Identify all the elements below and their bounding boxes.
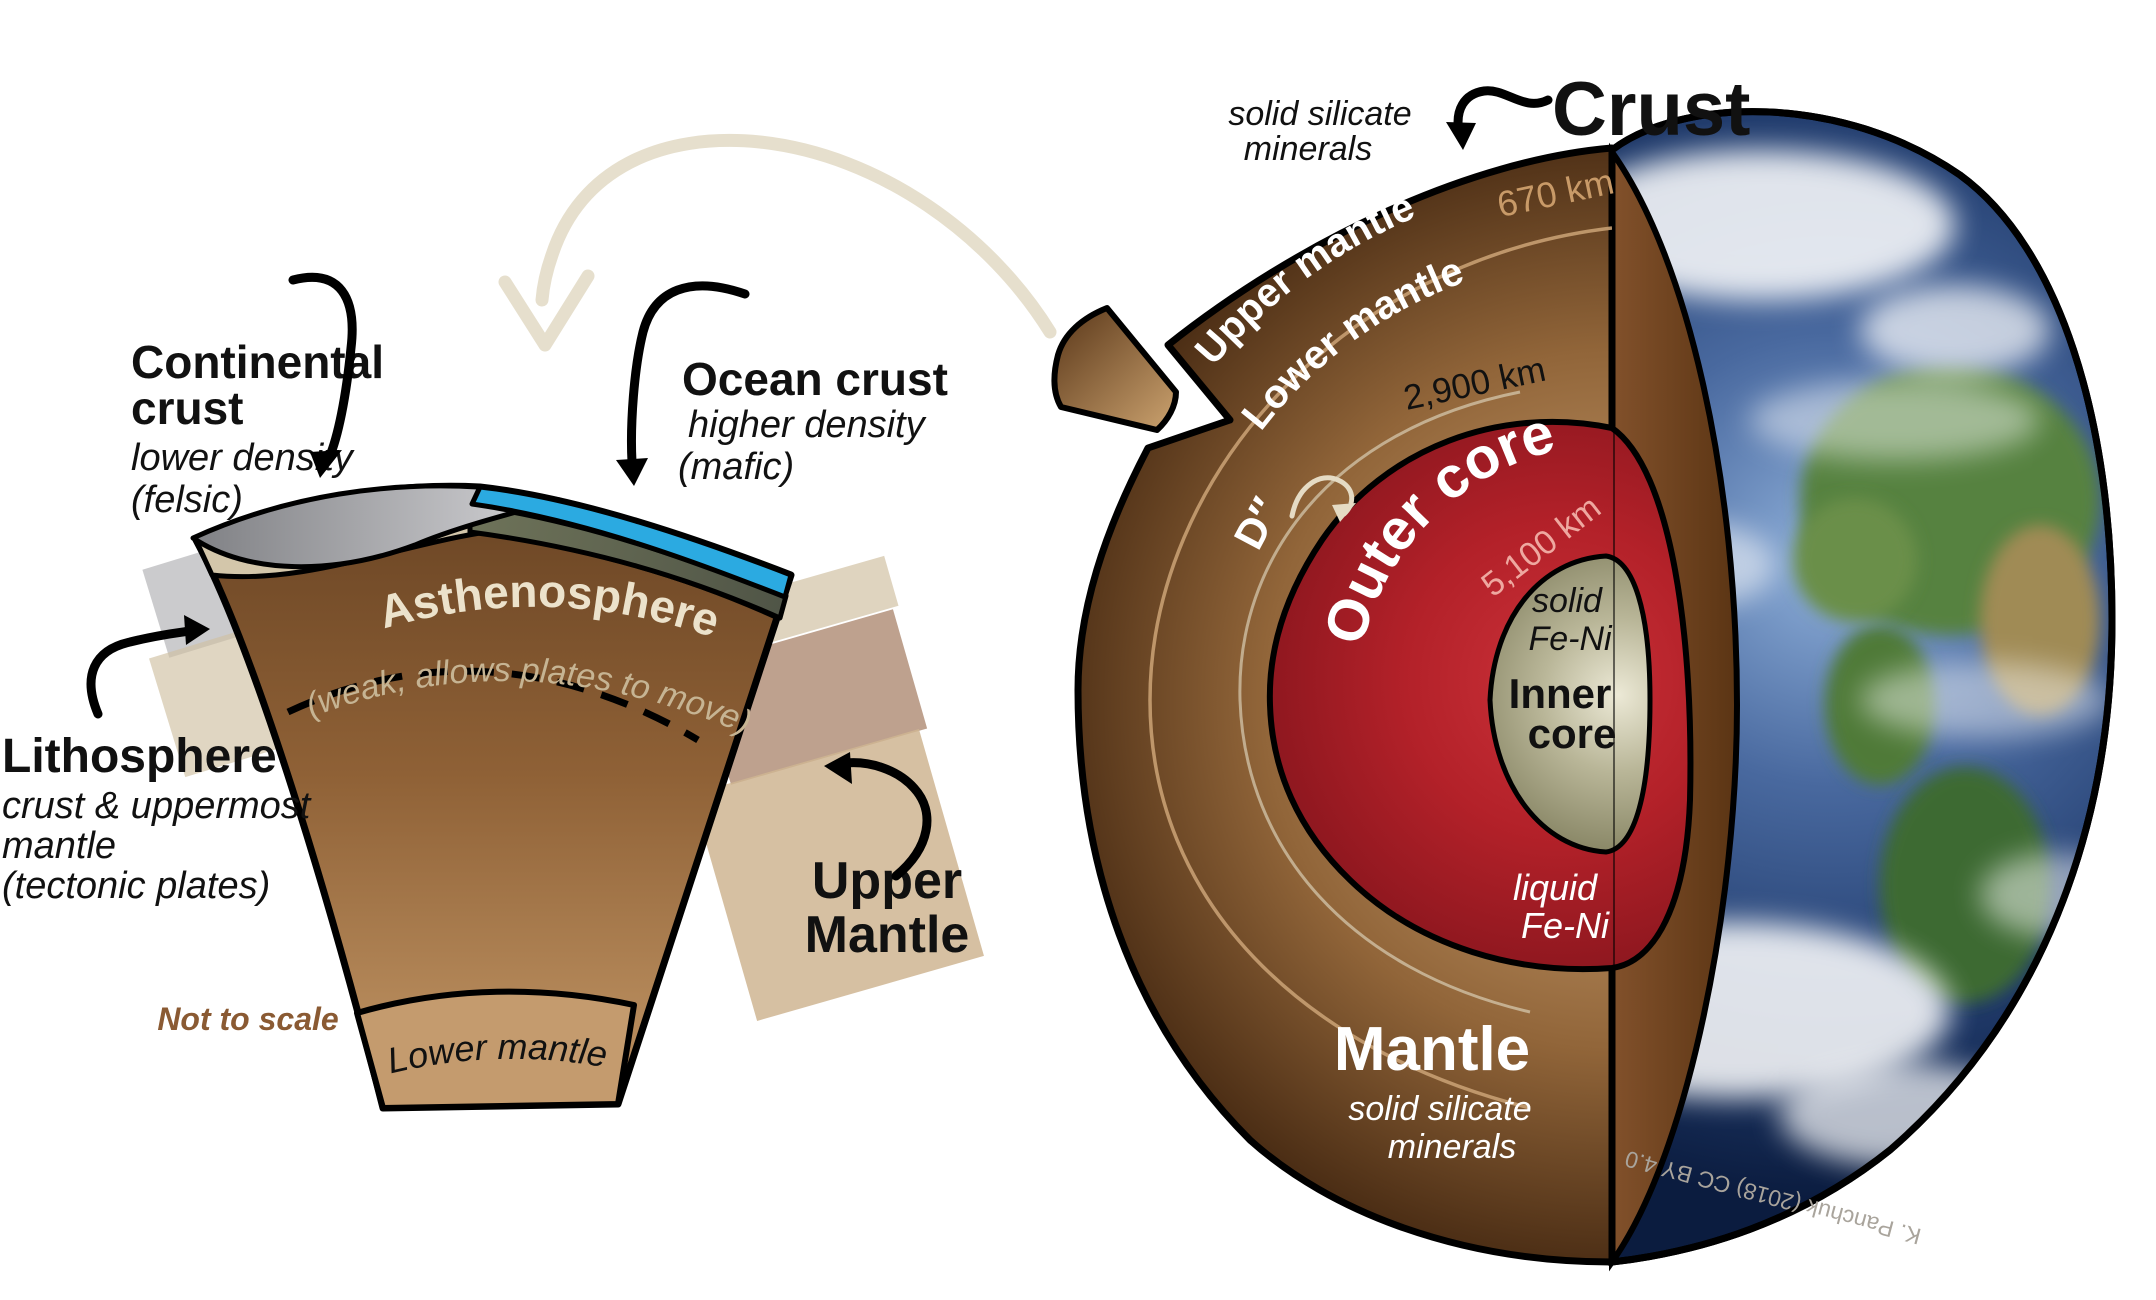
ocean-crust-callout: Ocean crust higher density (mafic) bbox=[616, 281, 948, 488]
boundary-d-layer-arc bbox=[1238, 390, 1531, 1014]
upper-mantle-callout: Upper Mantle bbox=[805, 752, 970, 964]
cloud-blob bbox=[1780, 1063, 2030, 1167]
upper-mantle-band-3 bbox=[692, 729, 984, 1021]
lithosphere-arrow bbox=[86, 615, 210, 719]
label-ocean-line1: Ocean crust bbox=[682, 353, 948, 405]
wedge-continental-crust bbox=[190, 483, 563, 570]
wedge-diagram: Asthenosphere (weak, allows plates to mo… bbox=[142, 482, 984, 1112]
label-ocean-sub2: (mafic) bbox=[678, 446, 794, 488]
label-upper-mantle-line1: Upper bbox=[812, 852, 962, 910]
inner-core bbox=[1487, 553, 1653, 855]
label-continental-line2: crust bbox=[131, 382, 243, 434]
label-crust-sub1: solid silicate bbox=[1228, 95, 1411, 133]
label-continental-line1: Continental bbox=[131, 336, 384, 388]
wedge-lower-mantle bbox=[354, 988, 637, 1111]
continental-crust-arrow bbox=[288, 272, 357, 478]
extracted-wedge-piece bbox=[1051, 305, 1179, 433]
label-continental-sub2: (felsic) bbox=[131, 479, 243, 521]
label-lithosphere-title: Lithosphere bbox=[2, 730, 277, 783]
ocean-crust-arrow bbox=[616, 281, 750, 486]
label-inner-core-line2: core bbox=[1528, 710, 1617, 757]
earth-photo-hemisphere bbox=[1608, 108, 2116, 1266]
globe-outline bbox=[1609, 108, 2116, 1266]
continent-blob bbox=[1880, 767, 2050, 1003]
continent-blob bbox=[1793, 498, 1917, 622]
cloud-blob bbox=[1750, 380, 2040, 460]
cloud-blob bbox=[1860, 662, 2110, 738]
crust-arrow bbox=[1446, 86, 1553, 150]
boundary-670km-arc bbox=[1148, 226, 1612, 1110]
label-inner-core-solid: solid bbox=[1532, 582, 1603, 620]
label-crust-sub2: minerals bbox=[1244, 130, 1372, 168]
label-inner-core-feni: Fe-Ni bbox=[1528, 620, 1613, 658]
cloud-blob bbox=[1860, 285, 2050, 375]
continental-crust-callout: Continental crust lower density (felsic) bbox=[131, 272, 384, 521]
label-lithosphere-sub3: (tectonic plates) bbox=[2, 865, 270, 907]
transfer-arrow bbox=[498, 133, 1057, 352]
label-lithosphere-sub1: crust & uppermost bbox=[2, 785, 312, 827]
label-mantle-sub2: minerals bbox=[1388, 1128, 1516, 1166]
label-ocean-sub1: higher density bbox=[688, 404, 927, 446]
crust-callout: Crust solid silicate minerals bbox=[1228, 67, 1750, 168]
lithosphere-callout: Lithosphere crust & uppermost mantle (te… bbox=[2, 615, 312, 907]
label-outer-core-liquid: liquid bbox=[1513, 867, 1598, 908]
upper-mantle-arrow bbox=[824, 752, 932, 881]
earth-globe: Upper mantle Lower mantle Outer core 670… bbox=[1074, 108, 2116, 1272]
label-crust-title: Crust bbox=[1552, 67, 1750, 152]
d-layer-arrow bbox=[1289, 475, 1356, 522]
label-mantle-title: Mantle bbox=[1334, 1015, 1530, 1084]
label-upper-mantle-line2: Mantle bbox=[805, 906, 970, 964]
asthenosphere-dashed-line bbox=[286, 667, 700, 744]
wedge-ocean-water bbox=[469, 484, 794, 600]
label-mantle-sub1: solid silicate bbox=[1348, 1090, 1531, 1128]
label-lithosphere-sub2: mantle bbox=[2, 825, 116, 867]
label-not-to-scale: Not to scale bbox=[157, 1001, 338, 1037]
label-outer-core-feni: Fe-Ni bbox=[1521, 905, 1610, 946]
label-inner-core-line1: Inner bbox=[1509, 670, 1612, 717]
